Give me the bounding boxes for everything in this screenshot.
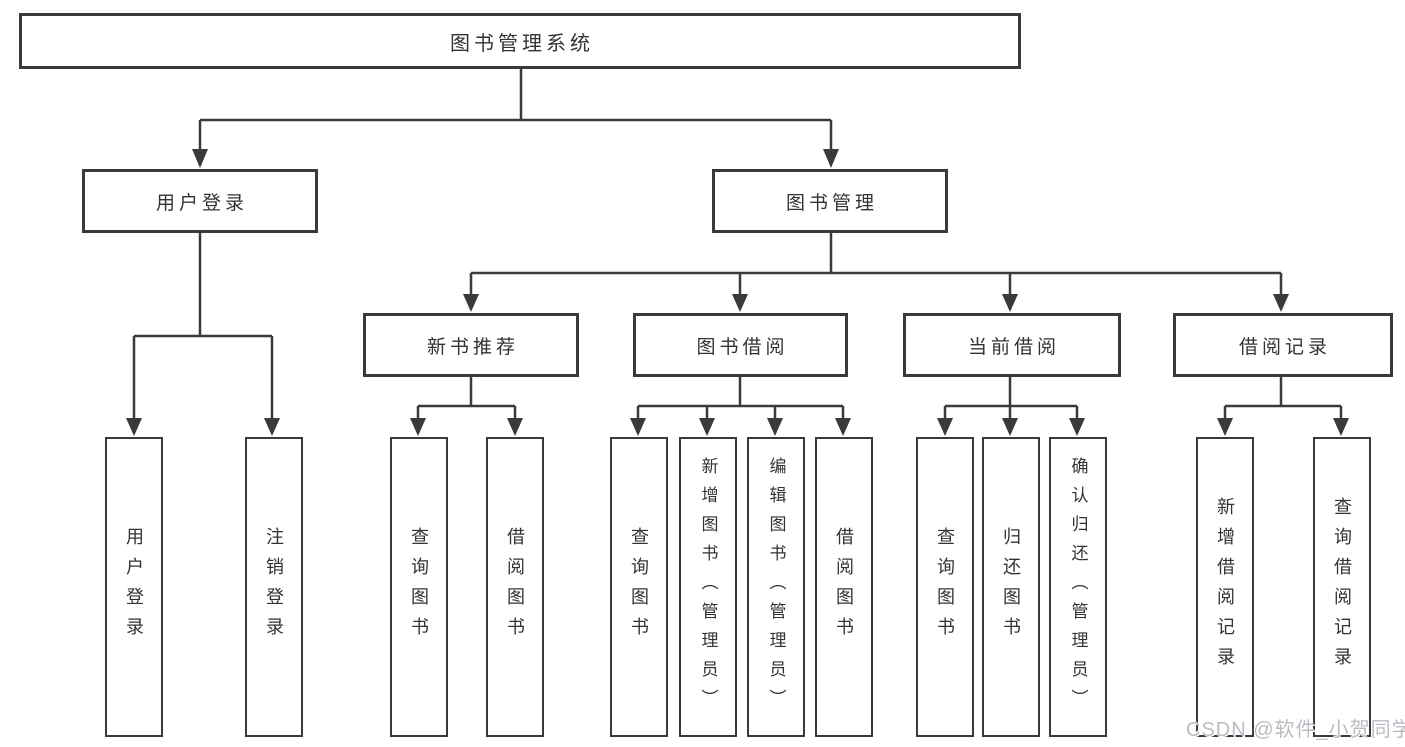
leaf-borrow-books-recommend-label: 借阅图书 [505,527,525,647]
leaf-add-borrow-record: 新增借阅记录 [1196,437,1254,737]
leaf-query-books-recommend-label: 查询图书 [409,527,429,647]
arrow-down [835,418,851,436]
leaf-query-books-recommend: 查询图书 [390,437,448,737]
leaf-return-books-label: 归还图书 [1001,527,1021,647]
arrow-down [410,418,426,436]
leaf-edit-books-admin-label: 编辑图书（管理员） [766,456,786,718]
leaf-query-books-borrow-label: 查询图书 [629,527,649,647]
leaf-user-login-label: 用户登录 [124,527,144,647]
node-user-login-label: 用户登录 [155,192,248,214]
leaf-confirm-return-admin-label: 确认归还（管理员） [1068,456,1088,718]
leaf-add-borrow-record-label: 新增借阅记录 [1215,497,1235,677]
arrow-down [264,418,280,436]
leaf-logout: 注销登录 [245,437,303,737]
leaf-query-borrow-record-label: 查询借阅记录 [1332,497,1352,677]
arrow-down [767,418,783,436]
leaf-borrow-books: 借阅图书 [815,437,873,737]
node-book-management-label: 图书管理 [785,192,878,214]
arrow-down [1002,418,1018,436]
node-new-book-recommend: 新书推荐 [363,313,579,377]
node-book-borrow: 图书借阅 [633,313,848,377]
node-book-management: 图书管理 [712,169,948,233]
leaf-confirm-return-admin: 确认归还（管理员） [1049,437,1107,737]
watermark: CSDN @软件_小贺同学 [1186,719,1405,741]
arrow-down [732,294,748,312]
leaf-return-books: 归还图书 [982,437,1040,737]
arrow-down [1333,418,1349,436]
arrow-down [937,418,953,436]
leaf-add-books-admin: 新增图书（管理员） [679,437,737,737]
node-book-borrow-label: 图书借阅 [696,336,789,358]
arrow-down [630,418,646,436]
arrow-down [1273,294,1289,312]
leaf-edit-books-admin: 编辑图书（管理员） [747,437,805,737]
arrow-down [823,149,839,168]
leaf-query-books-current: 查询图书 [916,437,974,737]
node-current-borrow: 当前借阅 [903,313,1121,377]
leaf-query-books-borrow: 查询图书 [610,437,668,737]
leaf-borrow-books-recommend: 借阅图书 [486,437,544,737]
arrow-down [192,149,208,168]
node-root-label: 图书管理系统 [450,32,594,55]
node-user-login: 用户登录 [82,169,318,233]
arrow-down [1069,418,1085,436]
arrow-down [126,418,142,436]
arrow-down [463,294,479,312]
arrow-down [699,418,715,436]
leaf-query-borrow-record: 查询借阅记录 [1313,437,1371,737]
node-root: 图书管理系统 [19,13,1021,69]
node-current-borrow-label: 当前借阅 [967,336,1060,358]
leaf-borrow-books-label: 借阅图书 [834,527,854,647]
node-new-book-recommend-label: 新书推荐 [426,336,519,358]
node-borrow-records: 借阅记录 [1173,313,1393,377]
leaf-user-login: 用户登录 [105,437,163,737]
leaf-query-books-current-label: 查询图书 [935,527,955,647]
arrow-down [507,418,523,436]
arrow-down [1217,418,1233,436]
leaf-add-books-admin-label: 新增图书（管理员） [698,456,718,718]
arrow-down [1002,294,1018,312]
leaf-logout-label: 注销登录 [264,527,284,647]
node-borrow-records-label: 借阅记录 [1238,336,1331,358]
